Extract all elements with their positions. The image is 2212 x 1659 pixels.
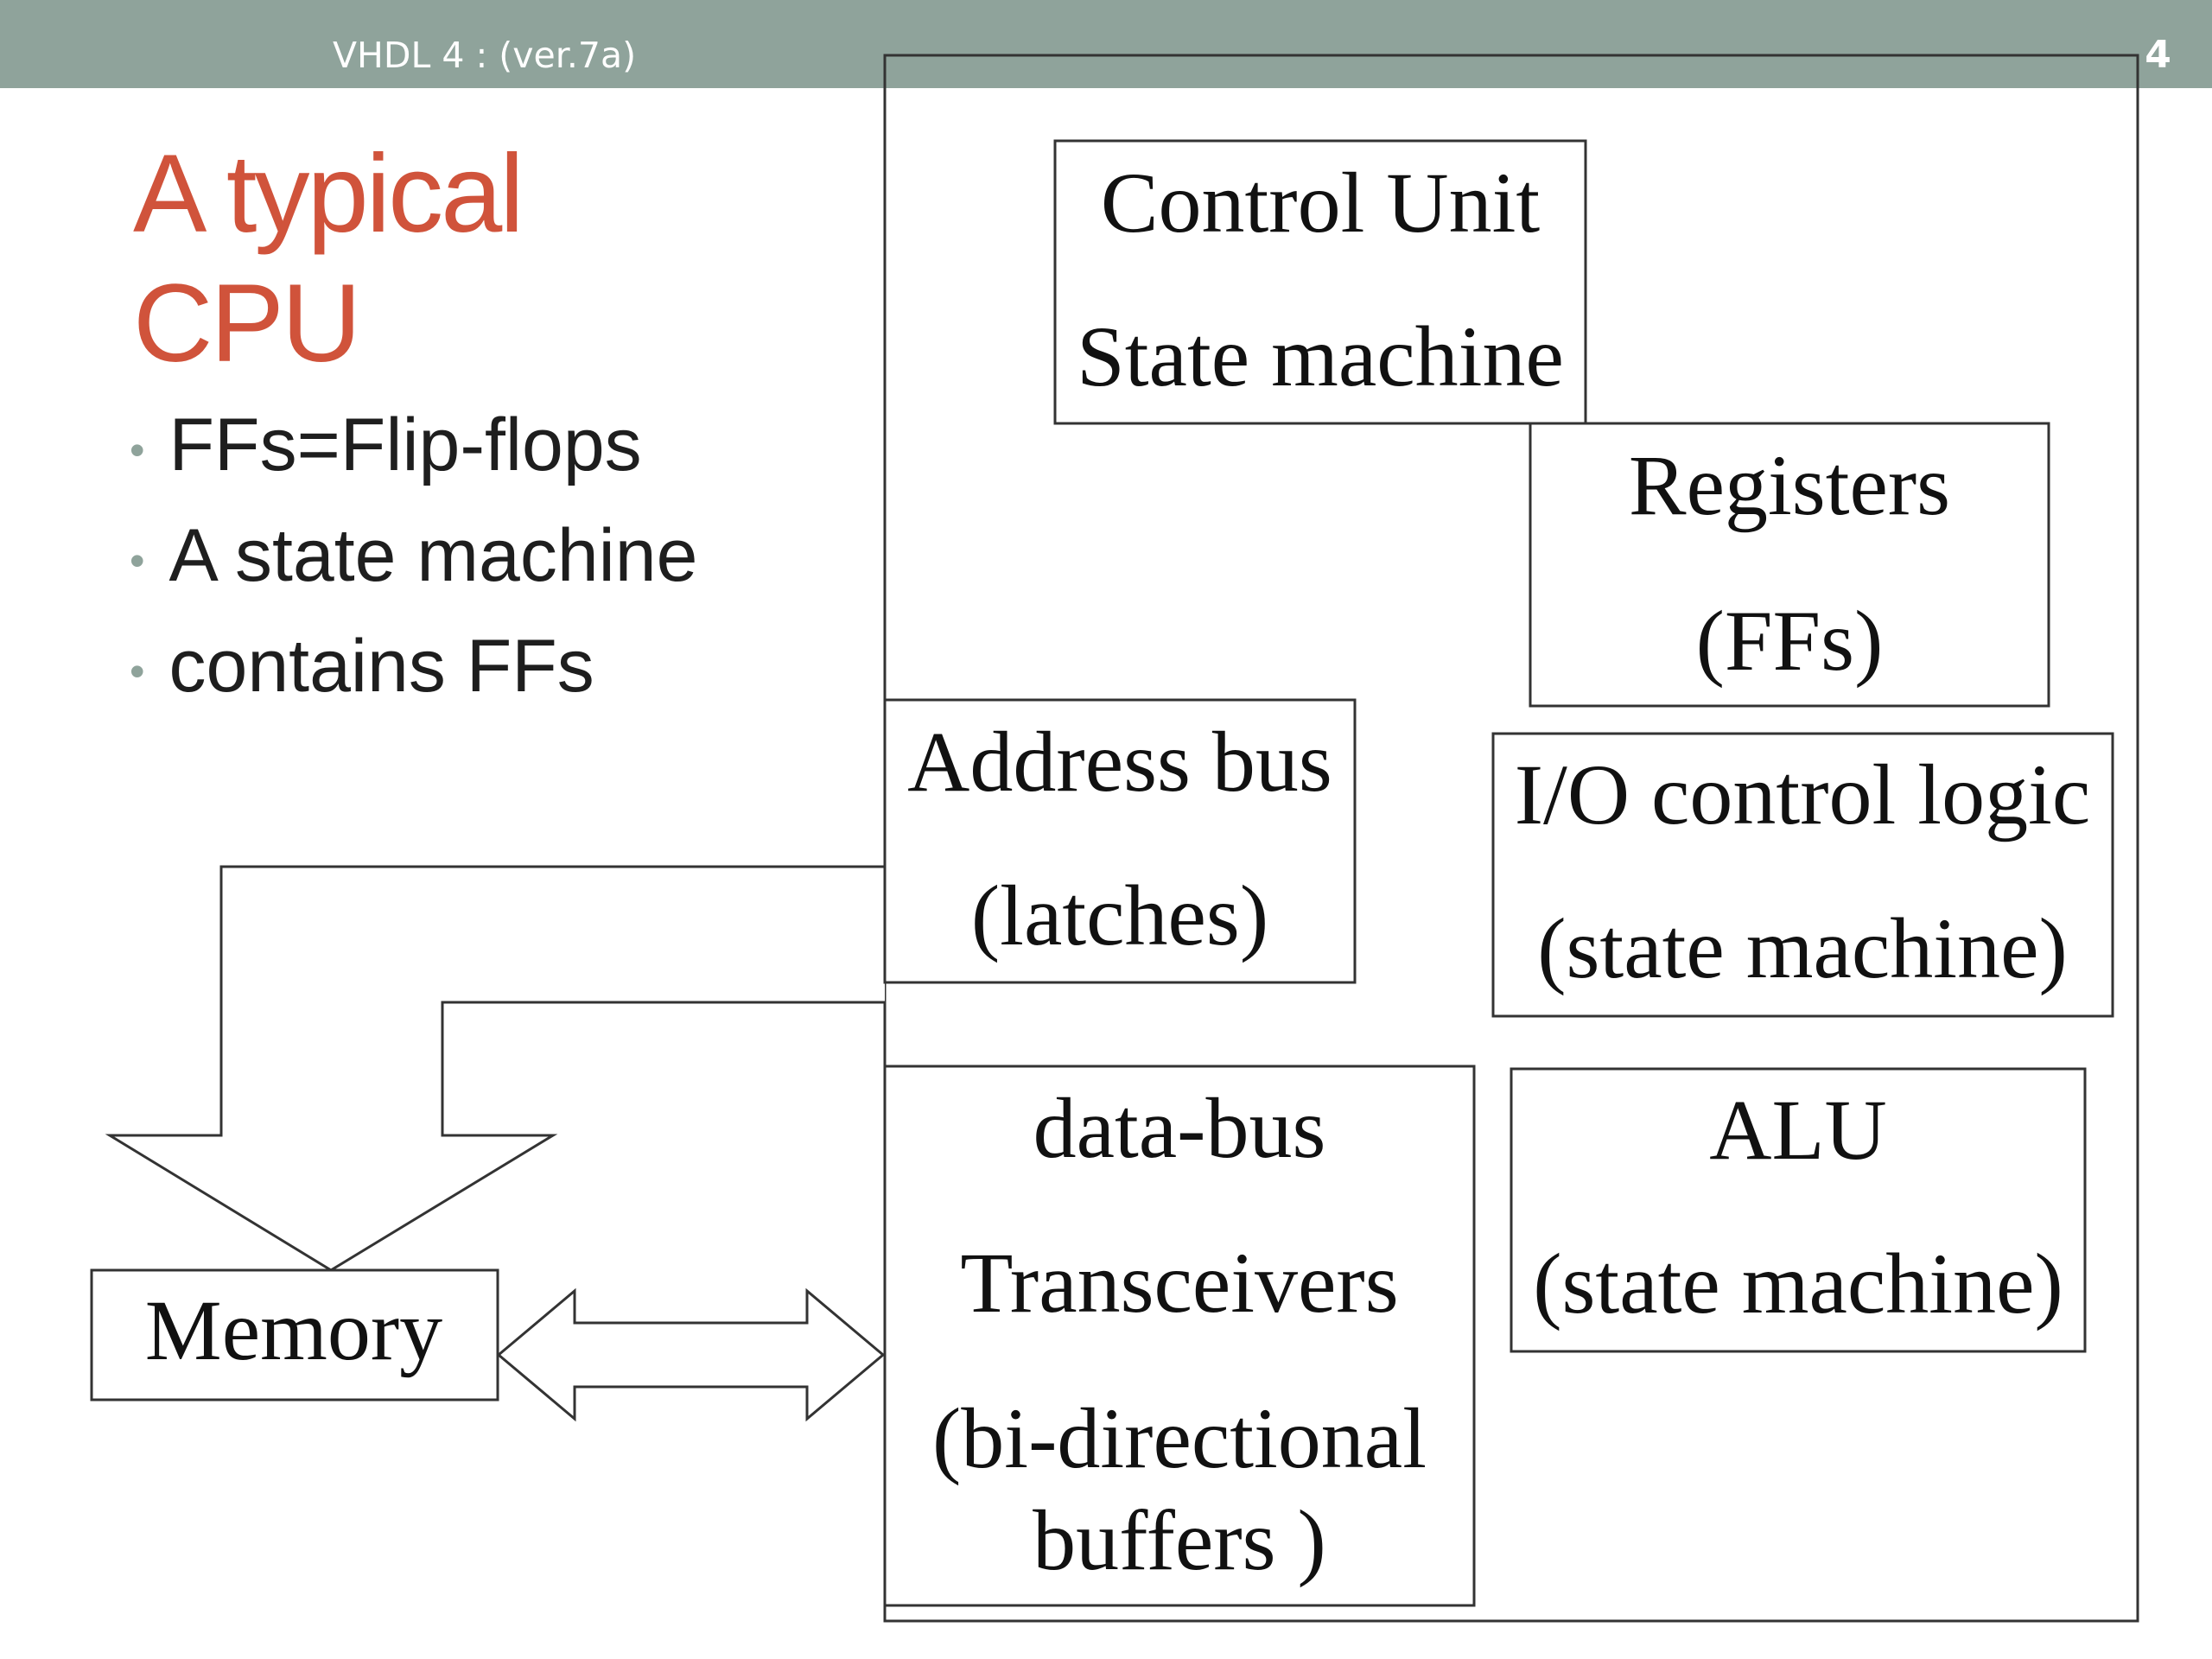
bullet-item: •contains FFs	[130, 625, 594, 708]
alu-sublabel: (state machine)	[1533, 1236, 2063, 1332]
alu-box: ALU (state machine)	[1510, 1067, 2087, 1353]
data-bus-sublabel: Transceivers	[960, 1235, 1398, 1331]
bullet-list: •FFs=Flip-flops •A state machine •contai…	[130, 397, 697, 729]
header-bar: VHDL 4 : (ver.7a) 4	[0, 0, 2212, 88]
registers-sublabel: (FFs)	[1696, 593, 1884, 689]
control-unit-sublabel: State machine	[1077, 308, 1564, 404]
registers-box: Registers (FFs)	[1529, 422, 2050, 708]
bullet-dot-icon: •	[130, 426, 145, 475]
control-unit-label: Control Unit	[1101, 155, 1541, 251]
address-bus-label: Address bus	[907, 714, 1332, 810]
bullet-item: •FFs=Flip-flops	[130, 404, 642, 486]
address-bus-box: Address bus (latches)	[883, 698, 1357, 984]
registers-label: Registers	[1629, 437, 1950, 533]
page-number: 4	[2145, 33, 2171, 77]
bullet-dot-icon: •	[130, 537, 145, 586]
alu-label: ALU	[1709, 1082, 1887, 1178]
data-bus-label: data-bus	[1033, 1080, 1326, 1176]
io-control-label: I/O control logic	[1515, 747, 2091, 842]
slide-title: A typical CPU	[133, 132, 524, 385]
address-bus-arrow	[105, 865, 885, 1272]
io-control-box: I/O control logic (state machine)	[1491, 732, 2114, 1018]
data-bus-box: data-bus Transceivers (bi-directional bu…	[883, 1065, 1476, 1607]
data-bus-sublabel-3: buffers )	[1033, 1492, 1326, 1588]
data-bus-sublabel-2: (bi-directional	[932, 1390, 1427, 1486]
memory-label: Memory	[145, 1282, 442, 1378]
io-control-sublabel: (state machine)	[1537, 900, 2068, 996]
memory-box: Memory	[90, 1268, 499, 1402]
header-title: VHDL 4 : (ver.7a)	[333, 35, 637, 76]
bullet-dot-icon: •	[130, 647, 145, 696]
data-bus-double-arrow	[496, 1287, 886, 1422]
address-bus-sublabel: (latches)	[971, 868, 1268, 963]
bullet-item: •A state machine	[130, 514, 698, 597]
control-unit-box: Control Unit State machine	[1053, 139, 1587, 425]
